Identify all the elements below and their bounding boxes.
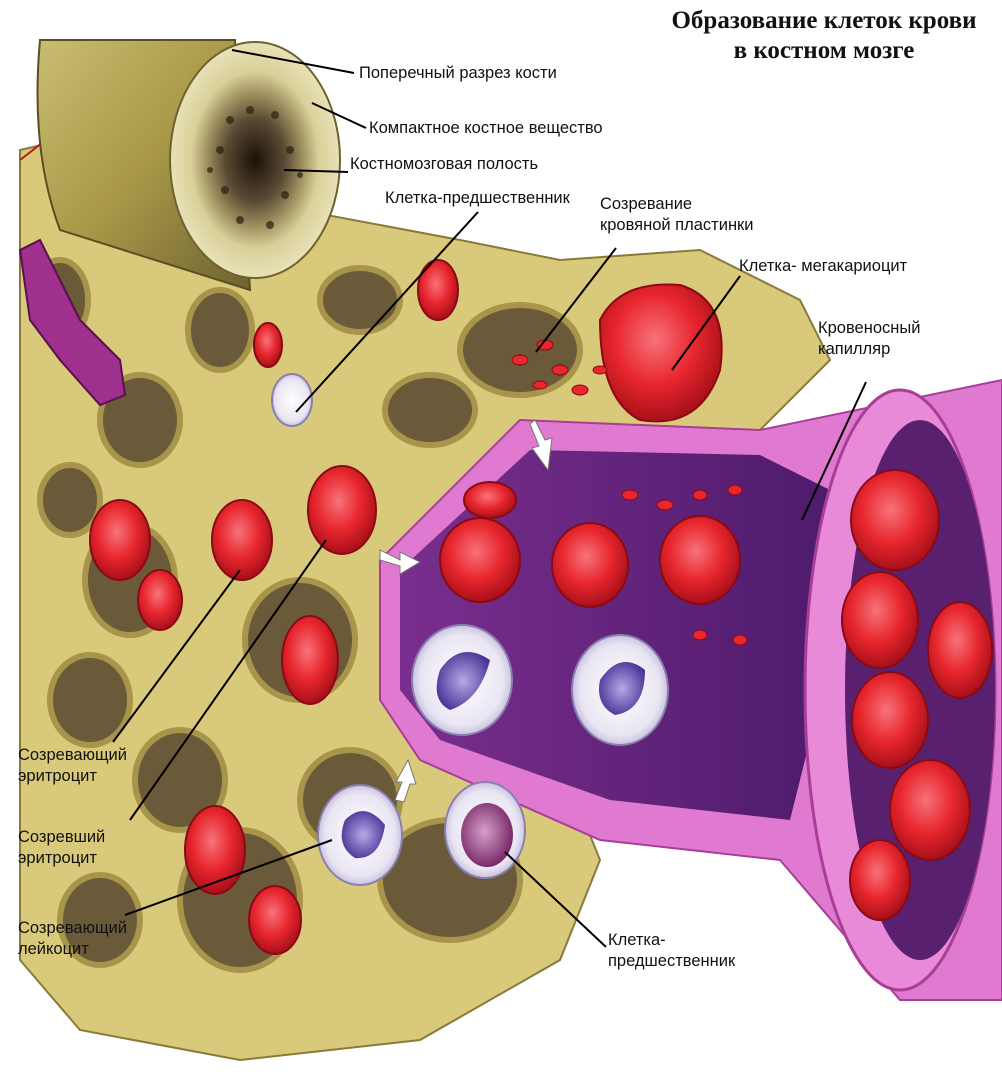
label-capillary-line-1: Кровеносный xyxy=(818,318,920,339)
megakaryocyte xyxy=(600,284,722,421)
label-maturing-leukocyte-line-2: лейкоцит xyxy=(18,939,127,960)
label-capillary-line-2: капилляр xyxy=(818,339,920,360)
label-bone-cross-section: Поперечный разрез кости xyxy=(359,63,557,84)
label-maturing-erythrocyte: Созревающий эритроцит xyxy=(18,745,127,787)
label-platelet-maturation: Созревание кровяной пластинки xyxy=(600,194,754,236)
bone-cross-section xyxy=(170,42,340,278)
label-marrow-cavity: Костномозговая полость xyxy=(350,154,538,175)
diagram-title: Образование клеток крови в костном мозге xyxy=(654,6,994,66)
label-megakaryocyte-text: Клетка- мегакариоцит xyxy=(739,256,907,277)
label-bone-cross-section-text: Поперечный разрез кости xyxy=(359,63,557,84)
label-compact-bone: Компактное костное вещество xyxy=(369,118,603,139)
label-progenitor-bottom: Клетка- предшественник xyxy=(608,930,735,972)
label-platelet-maturation-line-2: кровяной пластинки xyxy=(600,215,754,236)
label-mature-erythrocyte-line-2: эритроцит xyxy=(18,848,105,869)
label-marrow-cavity-text: Костномозговая полость xyxy=(350,154,538,175)
label-progenitor-top-text: Клетка-предшественник xyxy=(385,188,570,209)
label-progenitor-top: Клетка-предшественник xyxy=(385,188,570,209)
label-compact-bone-text: Компактное костное вещество xyxy=(369,118,603,139)
label-maturing-erythrocyte-line-1: Созревающий xyxy=(18,745,127,766)
title-line-1: Образование клеток крови xyxy=(654,6,994,36)
label-progenitor-bottom-line-1: Клетка- xyxy=(608,930,735,951)
label-maturing-erythrocyte-line-2: эритроцит xyxy=(18,766,127,787)
label-maturing-leukocyte: Созревающий лейкоцит xyxy=(18,918,127,960)
label-capillary: Кровеносный капилляр xyxy=(818,318,920,360)
label-maturing-leukocyte-line-1: Созревающий xyxy=(18,918,127,939)
label-progenitor-bottom-line-2: предшественник xyxy=(608,951,735,972)
label-megakaryocyte: Клетка- мегакариоцит xyxy=(739,256,907,277)
label-platelet-maturation-line-1: Созревание xyxy=(600,194,754,215)
title-line-2: в костном мозге xyxy=(654,36,994,66)
label-mature-erythrocyte: Созревший эритроцит xyxy=(18,827,105,869)
label-mature-erythrocyte-line-1: Созревший xyxy=(18,827,105,848)
